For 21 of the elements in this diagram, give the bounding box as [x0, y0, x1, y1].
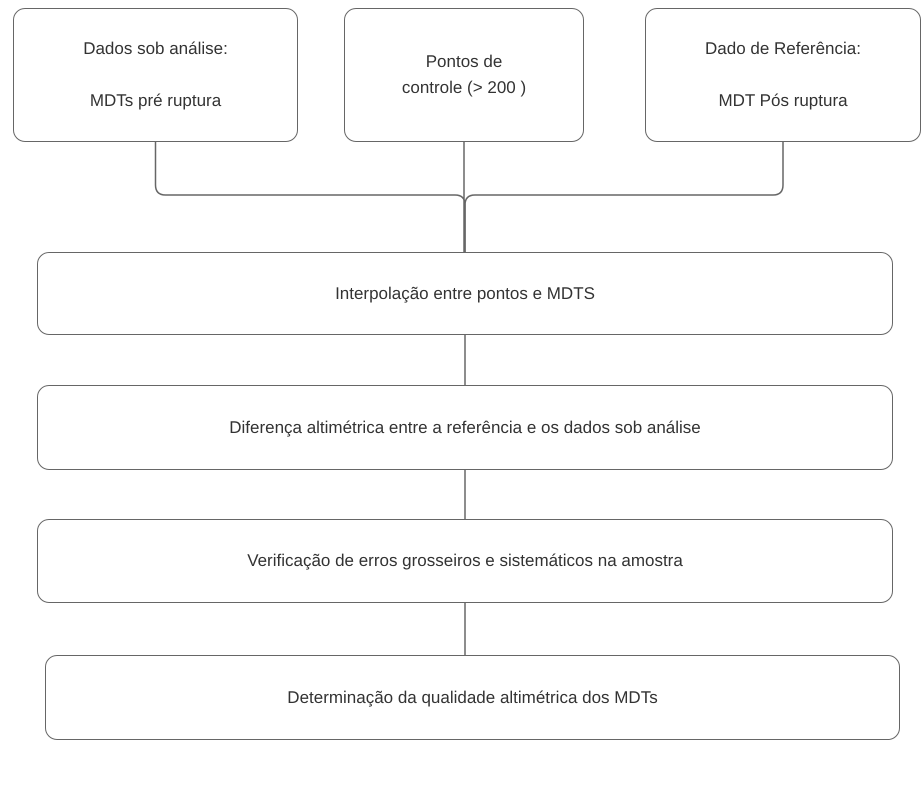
connector-line	[464, 470, 466, 519]
box-text: Diferença altimétrica entre a referência e os dados sob análise	[229, 416, 701, 439]
process-box	[645, 8, 921, 142]
process-box	[13, 8, 298, 142]
box-text: MDTs pré ruptura	[90, 90, 222, 112]
box-text: Dado de Referência:	[705, 38, 861, 60]
box-text: Determinação da qualidade altimétrica dos MDTs	[287, 686, 658, 709]
process-box	[37, 519, 893, 603]
box-text: Pontos de controle (> 200 )	[400, 51, 528, 99]
process-box	[37, 252, 893, 335]
process-box	[37, 385, 893, 470]
box-text: Dados sob análise:	[83, 38, 228, 60]
connector-line	[464, 142, 784, 252]
box-text: MDT Pós ruptura	[718, 90, 848, 112]
connector-line	[464, 603, 466, 655]
connector-line	[463, 142, 465, 252]
process-box	[45, 655, 900, 740]
process-box	[344, 8, 584, 142]
box-text: Verificação de erros grosseiros e sistemáticos na amostra	[247, 550, 683, 572]
connector-line	[464, 335, 466, 385]
box-text: Interpolação entre pontos e MDTS	[335, 282, 595, 305]
